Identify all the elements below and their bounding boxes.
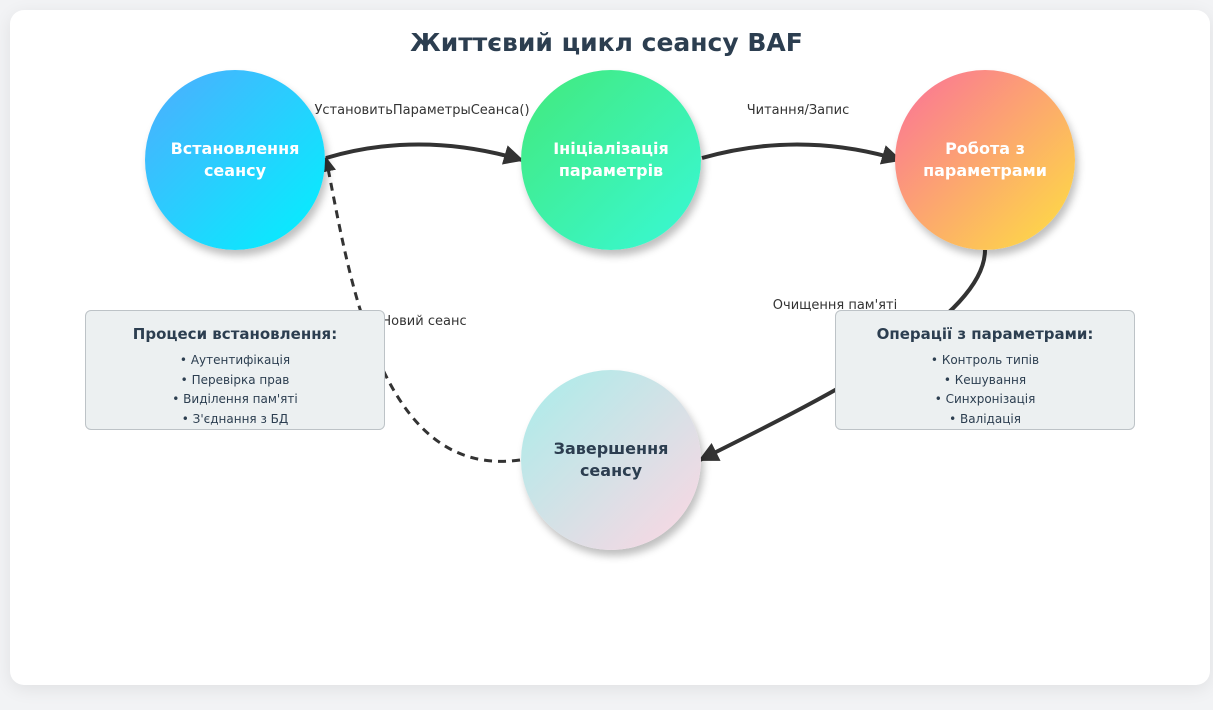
edge-establish-to-init	[325, 142, 524, 165]
node-session-establish: Встановлення сеансу	[145, 70, 325, 250]
edge-label-memory-cleanup: Очищення пам'яті	[773, 298, 897, 313]
list-item: • Перевірка прав	[180, 372, 290, 387]
param-operations-list: • Контроль типів • Кешування • Синхроніз…	[836, 351, 1134, 429]
list-item: • Контроль типів	[930, 353, 1040, 367]
edge-label-new-session: Новий сеанс	[381, 314, 466, 329]
list-item: • Виділення пам'яті	[172, 392, 298, 406]
param-operations-title: Операції з параметрами:	[876, 325, 1094, 343]
establish-processes-title: Процеси встановлення:	[132, 325, 338, 343]
edge-init-to-work	[701, 142, 902, 165]
node-param-work: Робота з параметрами	[895, 70, 1075, 250]
list-item: • З'єднання з БД	[181, 411, 289, 426]
node-param-init-label: Ініціалізація параметрів	[553, 139, 669, 180]
node-param-work-label: Робота з параметрами	[923, 139, 1047, 180]
establish-processes-box: Процеси встановлення: • Аутентифікація •…	[85, 310, 385, 430]
list-item: • Валідація	[949, 411, 1021, 426]
page-title: Життєвий цикл сеансу BAF	[410, 28, 803, 57]
establish-processes-list: • Аутентифікація • Перевірка прав • Виді…	[86, 351, 384, 429]
edge-label-set-session-params: УстановитьПараметрыСеанса()	[314, 103, 529, 118]
node-session-establish-label: Встановлення сеансу	[170, 139, 300, 180]
list-item: • Кешування	[943, 372, 1027, 387]
edge-label-read-write: Читання/Запис	[747, 103, 850, 118]
node-session-finish-label: Завершення сеансу	[553, 439, 669, 480]
node-session-finish: Завершення сеансу	[521, 370, 701, 550]
param-operations-box: Операції з параметрами: • Контроль типів…	[835, 310, 1135, 430]
node-param-init: Ініціалізація параметрів	[521, 70, 701, 250]
list-item: • Аутентифікація	[179, 353, 291, 367]
list-item: • Синхронізація	[934, 392, 1036, 406]
